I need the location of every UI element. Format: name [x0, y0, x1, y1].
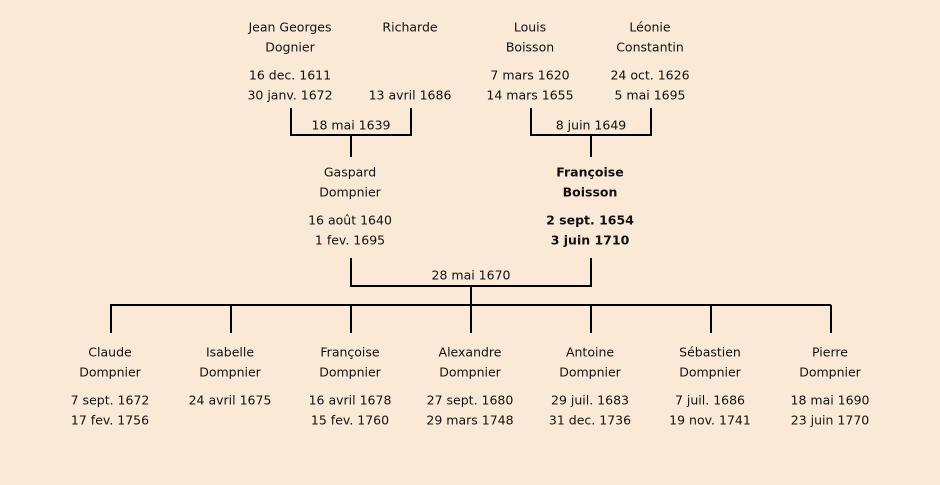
person-birth: 7 sept. 1672: [70, 392, 150, 408]
marriage-line-right: [530, 108, 652, 157]
person-first: Pierre: [812, 344, 848, 360]
person-birth: 2 sept. 1654: [546, 212, 634, 228]
person-death: 13 avril 1686: [368, 87, 452, 103]
children-line: [110, 304, 832, 333]
person-last: Dompnier: [319, 184, 381, 200]
person-death: 5 mai 1695: [614, 87, 686, 103]
person-first: Isabelle: [205, 344, 255, 360]
person-first: Alexandre: [438, 344, 502, 360]
person-birth: 27 sept. 1680: [426, 392, 514, 408]
person-first: Claude: [88, 344, 132, 360]
person-last: Dompnier: [679, 364, 741, 380]
person-birth: 24 avril 1675: [188, 392, 272, 408]
person-death: 1 fev. 1695: [314, 232, 386, 248]
person-birth: 16 dec. 1611: [248, 67, 332, 83]
person-birth: 7 mars 1620: [490, 67, 570, 83]
person-last: Dompnier: [559, 364, 621, 380]
person-last: Boisson: [562, 184, 618, 200]
person-birth: 29 juil. 1683: [551, 392, 629, 408]
person-death: 17 fev. 1756: [70, 412, 150, 428]
person-death: 30 janv. 1672: [247, 87, 333, 103]
person-first: Jean Georges: [248, 19, 332, 35]
person-death: 31 dec. 1736: [548, 412, 632, 428]
person-first: Antoine: [565, 344, 615, 360]
person-death: 14 mars 1655: [486, 87, 574, 103]
person-last: Dompnier: [199, 364, 261, 380]
person-first: Gaspard: [323, 164, 377, 180]
person-first: Louis: [513, 19, 547, 35]
person-birth: 24 oct. 1626: [610, 67, 690, 83]
person-birth: 16 août 1640: [308, 212, 392, 228]
person-last: Dompnier: [319, 364, 381, 380]
person-birth: 7 juil. 1686: [674, 392, 746, 408]
person-death: 29 mars 1748: [426, 412, 514, 428]
person-last: Constantin: [616, 39, 684, 55]
person-first: Richarde: [382, 19, 438, 35]
marriage-line-main: [350, 258, 592, 305]
person-birth: 16 avril 1678: [308, 392, 392, 408]
person-first: Sébastien: [679, 344, 741, 360]
marriage-date-right: 8 juin 1649: [555, 117, 627, 133]
person-death: 3 juin 1710: [550, 232, 630, 248]
person-first: Françoise: [320, 344, 380, 360]
person-last: Boisson: [505, 39, 555, 55]
person-last: Dognier: [265, 39, 315, 55]
person-first: Léonie: [629, 19, 671, 35]
marriage-date-main: 28 mai 1670: [431, 267, 511, 283]
person-death: 15 fev. 1760: [310, 412, 390, 428]
person-death: 19 nov. 1741: [669, 412, 751, 428]
person-death: 23 juin 1770: [790, 412, 870, 428]
person-last: Dompnier: [439, 364, 501, 380]
person-birth: 18 mai 1690: [790, 392, 870, 408]
person-first: Françoise: [556, 164, 624, 180]
person-last: Dompnier: [79, 364, 141, 380]
marriage-line-left: [290, 108, 412, 157]
marriage-date-left: 18 mai 1639: [311, 117, 391, 133]
person-last: Dompnier: [799, 364, 861, 380]
